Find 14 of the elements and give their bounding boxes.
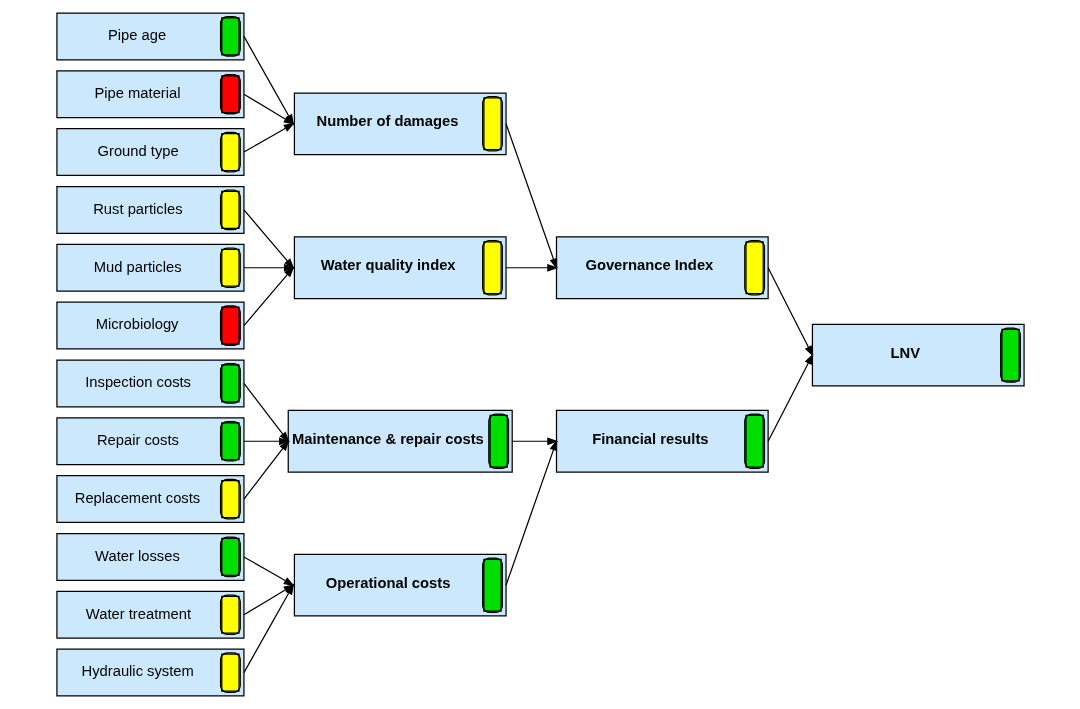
arrow xyxy=(504,439,557,586)
arrow xyxy=(242,266,294,327)
arrow xyxy=(504,123,557,270)
arrow xyxy=(767,353,813,442)
arrow xyxy=(242,556,295,587)
arrow xyxy=(242,263,295,272)
arrow xyxy=(242,437,290,446)
arrow xyxy=(504,263,558,272)
arrow xyxy=(511,437,558,446)
arrow xyxy=(242,209,294,270)
arrow xyxy=(242,122,295,153)
arrow xyxy=(767,267,813,357)
arrow xyxy=(242,439,289,500)
arrow xyxy=(242,382,289,443)
